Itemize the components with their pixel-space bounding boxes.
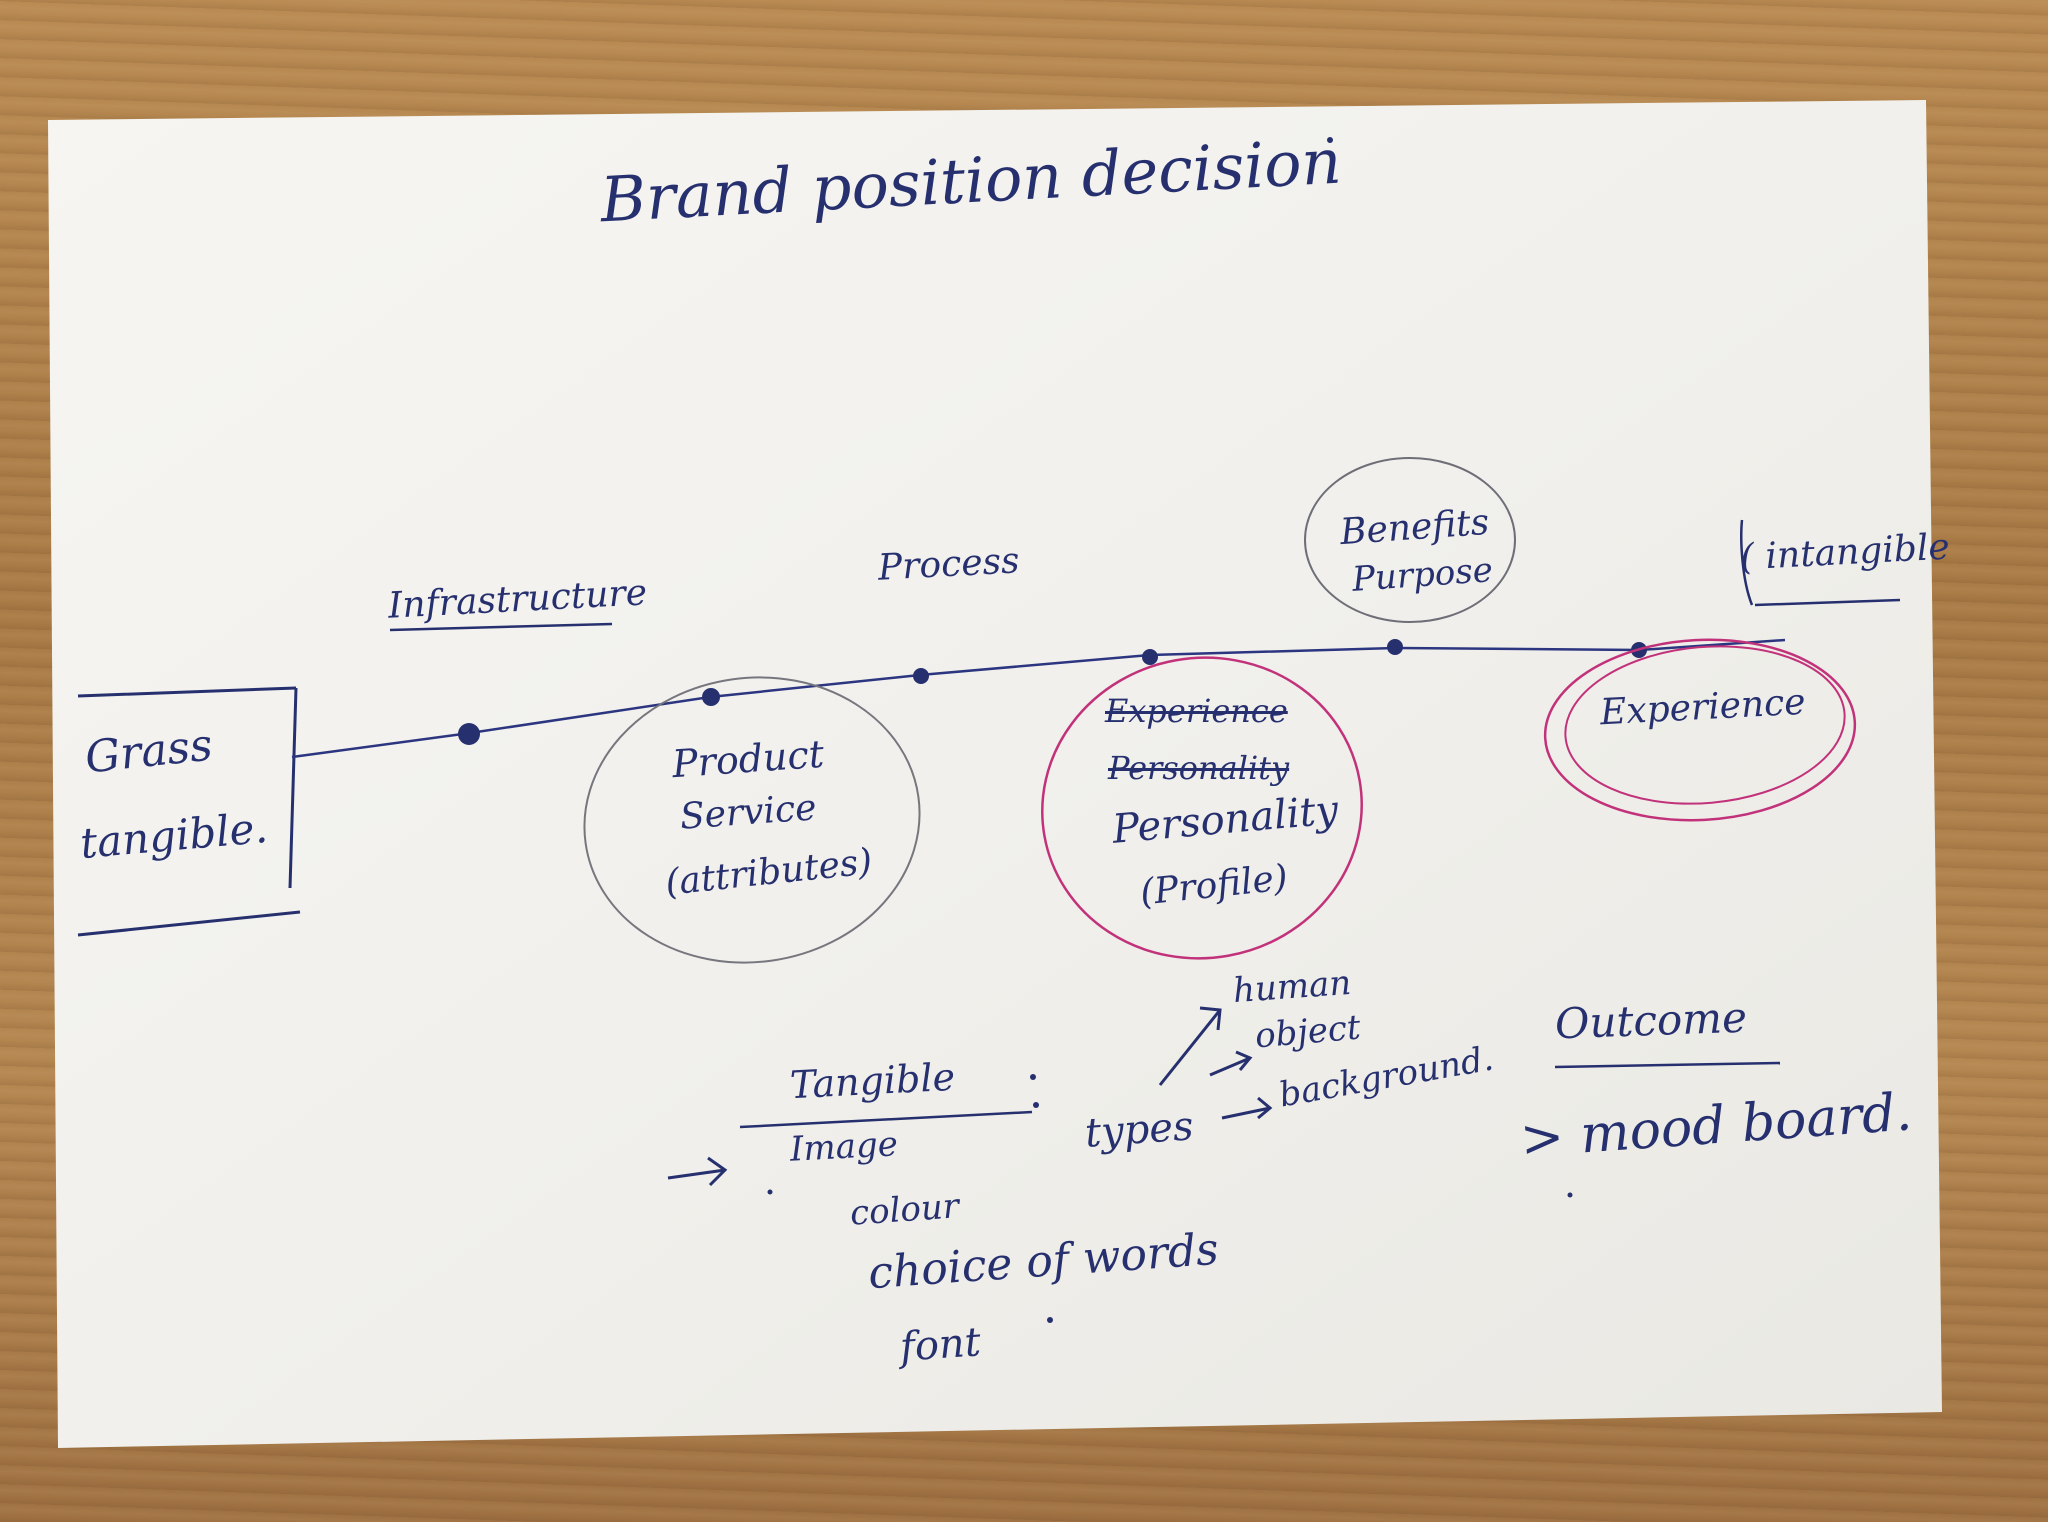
personality-circle [1041, 656, 1363, 960]
paper-surface [48, 100, 1942, 1448]
product-label: Product [670, 731, 826, 787]
arrow-human [1158, 1006, 1222, 1086]
struck-personality: Personality [1108, 749, 1290, 787]
timeline-dot-personality [1142, 649, 1158, 665]
timeline-line [291, 638, 1786, 759]
struck-experience: Experience [1105, 692, 1288, 730]
fraction-bar [739, 1110, 1033, 1129]
label-benefits: Benefits [1338, 501, 1491, 554]
note-image: Image [789, 1124, 899, 1170]
arrow-object [1209, 1050, 1253, 1077]
timeline-dot-process [913, 668, 929, 684]
arrow-into-fraction [667, 1156, 728, 1187]
experience-circle-inner [1564, 645, 1846, 805]
benefits-purpose-circle [1304, 457, 1516, 623]
note-types: types [1083, 1103, 1195, 1157]
label-purpose: Purpose [1350, 550, 1495, 600]
arrows [667, 1006, 1273, 1187]
timeline-dot-infrastructure [458, 723, 480, 745]
note-colour: colour [848, 1186, 961, 1234]
service-label: Service [678, 787, 818, 838]
left-box-outline [77, 686, 301, 937]
experience-circle-outer [1543, 638, 1857, 822]
outcome-heading: Outcome [1554, 992, 1748, 1049]
timeline-dots [458, 639, 1647, 745]
arrow-background [1221, 1096, 1273, 1120]
note-font: font [898, 1319, 983, 1371]
note-tangible: Tangible [788, 1054, 957, 1108]
type-object: object [1253, 1007, 1363, 1057]
ink-marks [767, 137, 1573, 1323]
outcome-underline [1554, 1061, 1781, 1069]
label-process: Process [876, 540, 1021, 589]
timeline-dot-product [702, 688, 720, 706]
left-box-line-1: Grass [82, 719, 215, 784]
intangible-underline [1754, 598, 1901, 607]
product-service-circle [583, 676, 921, 964]
timeline-dot-benefits [1387, 639, 1403, 655]
type-human: human [1231, 962, 1353, 1012]
infrastructure-underline [389, 622, 613, 632]
intangible-bracket [1740, 519, 1754, 606]
